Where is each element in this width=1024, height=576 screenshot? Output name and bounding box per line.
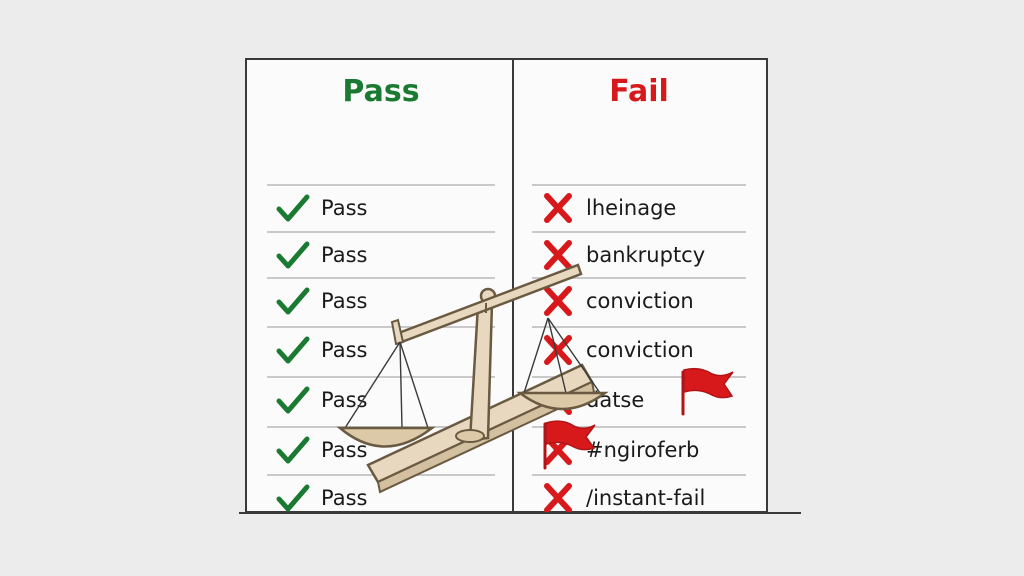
list-item: /instant-fail [532,474,746,520]
check-icon [275,384,311,416]
cross-icon [540,434,576,466]
list-item: #ngiroferb [532,426,746,472]
list-item: Pass [267,326,495,372]
list-item-label: bankruptcy [586,243,706,267]
baseline [239,512,801,514]
list-item-label: Pass [321,338,368,362]
list-item-label: Pass [321,438,368,462]
cross-icon [540,285,576,317]
list-item: datse [532,376,746,422]
list-item: Pass [267,184,495,230]
list-item: lheinage [532,184,746,230]
list-item: Pass [267,376,495,422]
list-item-label: Pass [321,486,368,510]
list-item: Pass [267,231,495,277]
check-icon [275,482,311,514]
list-item-label: datse [586,388,645,412]
cross-icon [540,334,576,366]
cross-icon [540,192,576,224]
pass-column-title: Pass [342,74,420,109]
list-item: Pass [267,277,495,323]
column-divider [512,60,514,511]
cross-icon [540,239,576,271]
list-item-label: Pass [321,196,368,220]
cross-icon [540,384,576,416]
check-icon [275,434,311,466]
list-item-label: Pass [321,243,368,267]
check-icon [275,239,311,271]
fail-column-title: Fail [609,74,669,109]
list-item: bankruptcy [532,231,746,277]
list-item-label: conviction [586,338,694,362]
list-item: Pass [267,426,495,472]
check-icon [275,192,311,224]
list-item: conviction [532,277,746,323]
check-icon [275,285,311,317]
check-icon [275,334,311,366]
list-item-label: Pass [321,388,368,412]
list-item: conviction [532,326,746,372]
list-item-label: lheinage [586,196,677,220]
list-item-label: #ngiroferb [586,438,700,462]
list-item-label: /instant-fail [586,486,706,510]
cross-icon [540,482,576,514]
list-item-label: Pass [321,289,368,313]
list-item-label: conviction [586,289,694,313]
